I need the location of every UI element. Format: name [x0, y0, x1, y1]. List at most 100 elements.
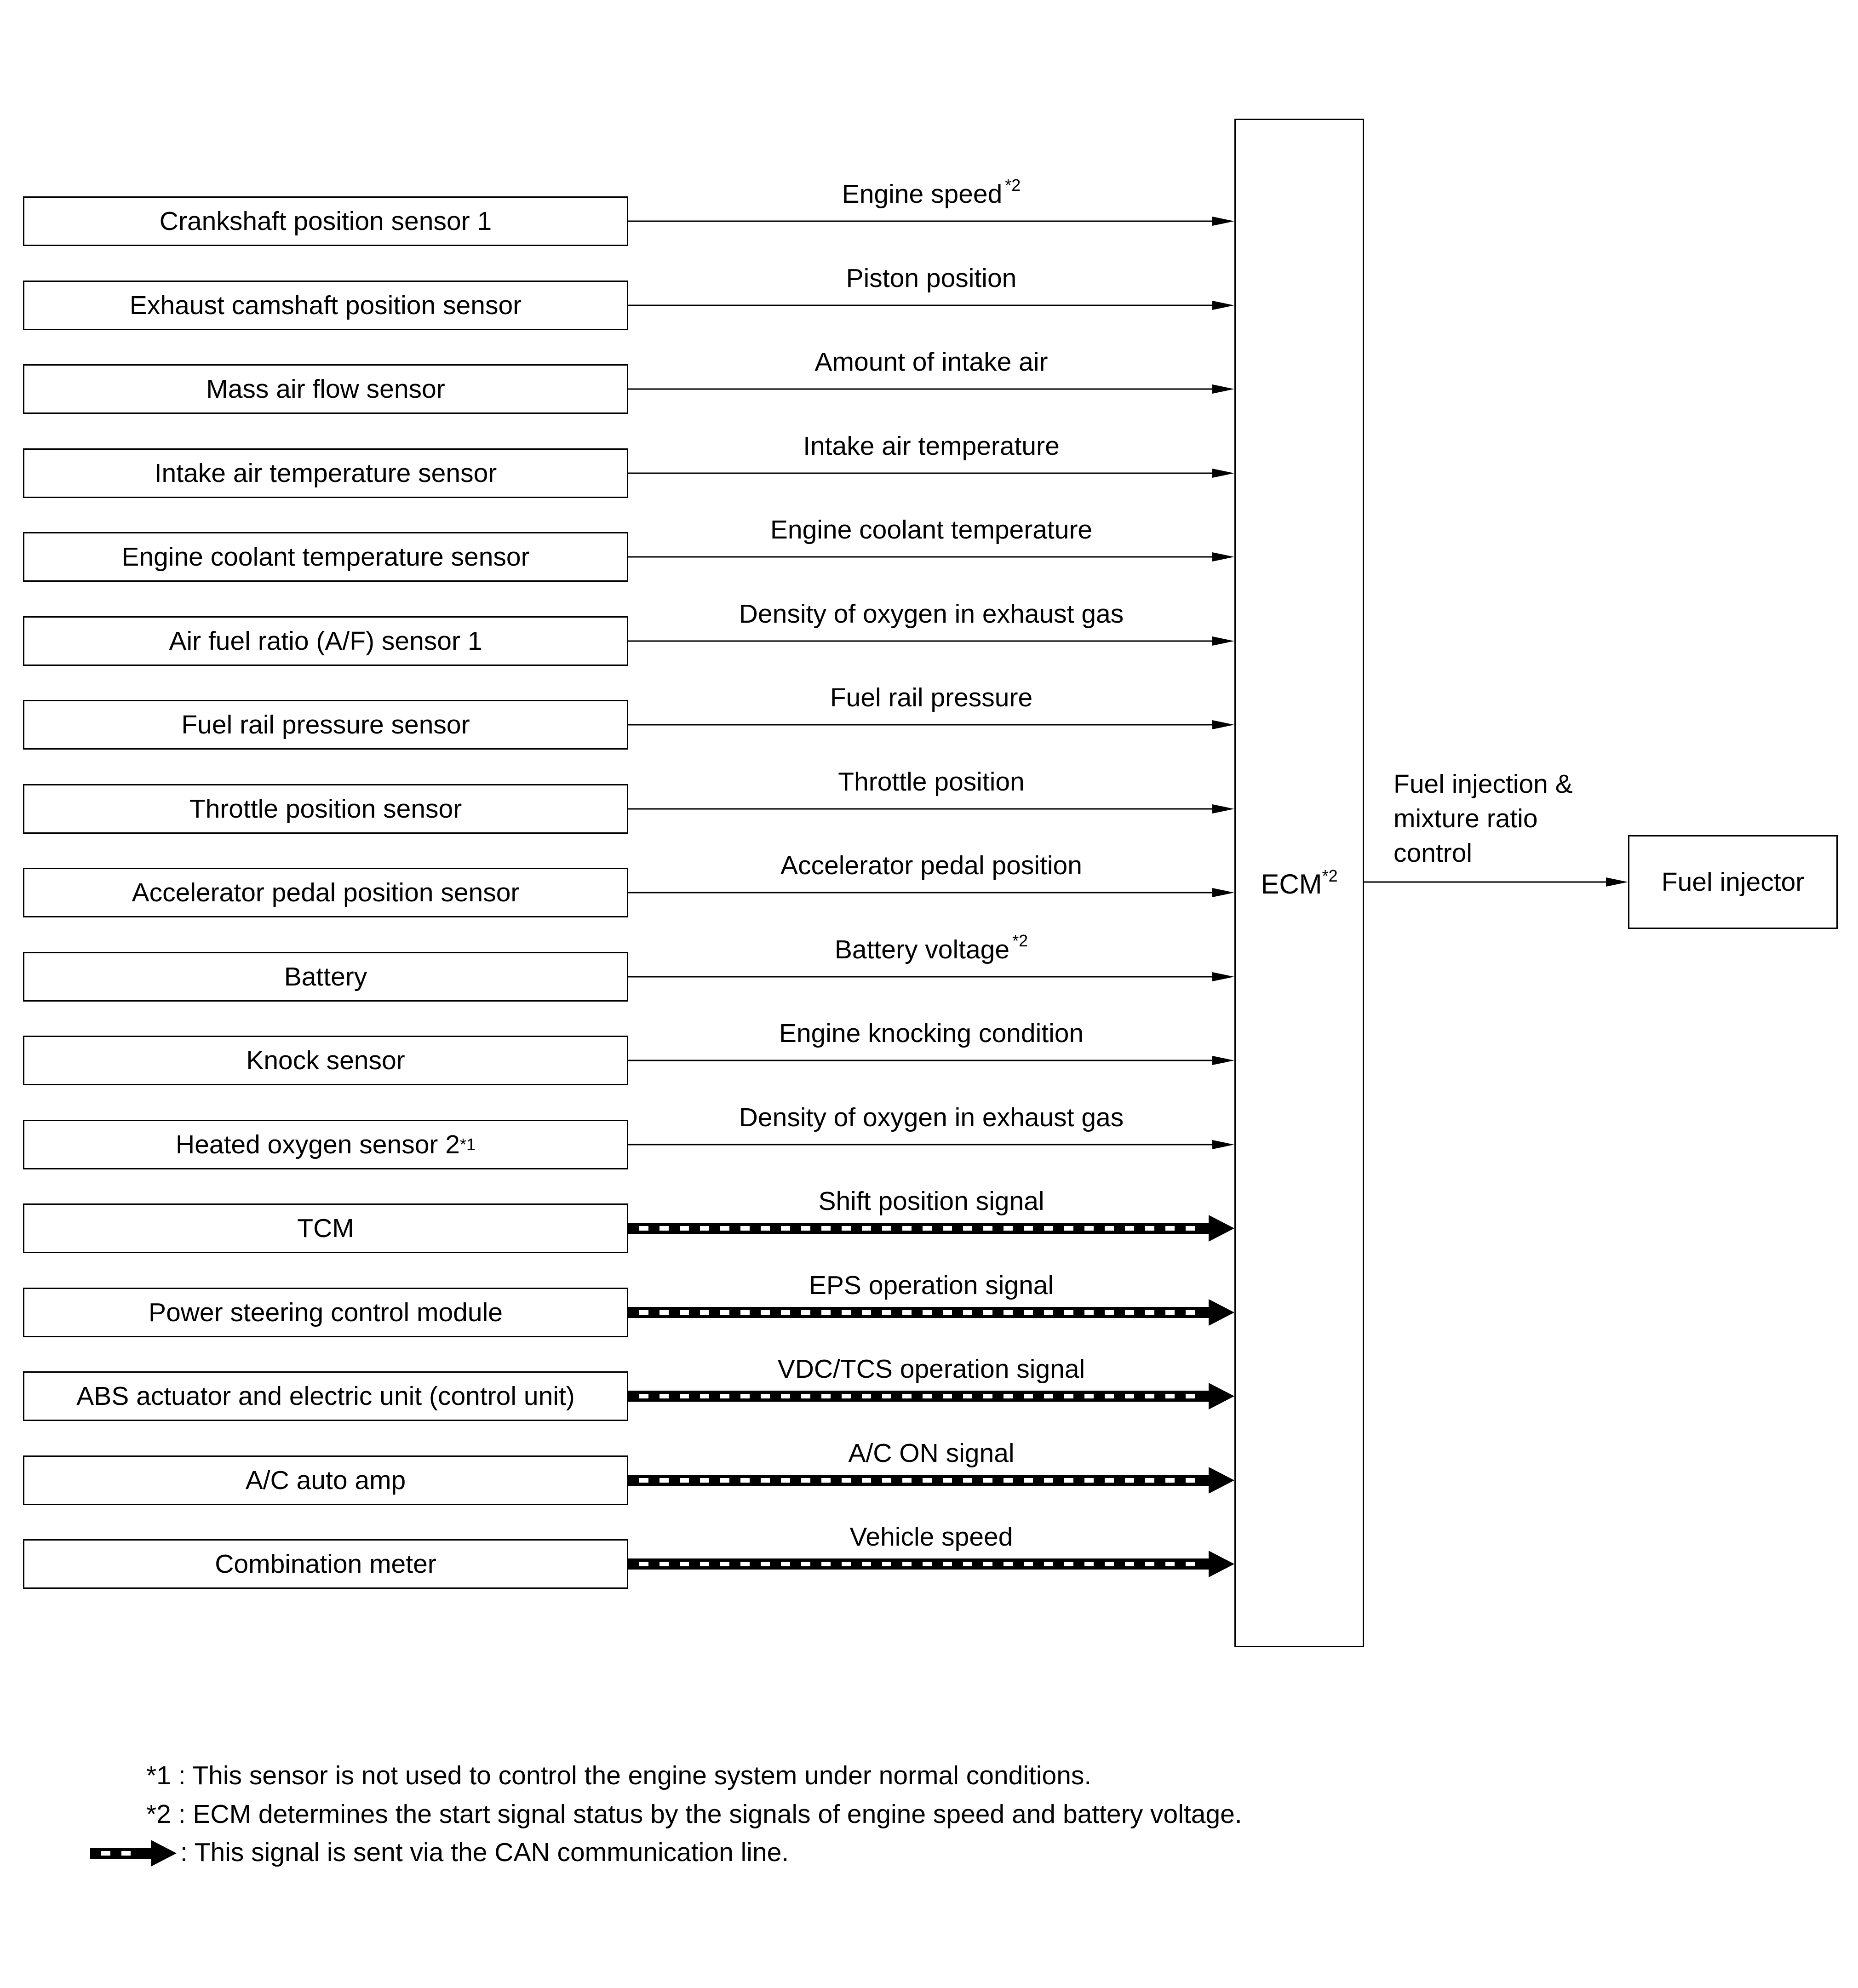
can-signal-arrow-dash — [1044, 1310, 1053, 1315]
can-signal-arrow-dash — [700, 1478, 709, 1483]
can-signal-arrow-dash — [700, 1394, 709, 1398]
signal-label: Engine knocking condition — [628, 1018, 1234, 1048]
can-signal-arrow-dash — [659, 1478, 669, 1483]
can-signal-arrow-dash — [801, 1310, 810, 1315]
can-signal-arrow-dash — [862, 1226, 871, 1231]
can-signal-arrow-dash — [1044, 1394, 1053, 1398]
can-signal-arrow-dash — [700, 1562, 709, 1566]
can-signal-arrow-dash — [639, 1562, 648, 1566]
can-signal-arrow-dash — [963, 1226, 972, 1231]
sensor-box: Throttle position sensor — [23, 784, 628, 834]
signal-label: Piston position — [628, 263, 1234, 293]
sensor-box: Engine coolant temperature sensor — [23, 532, 628, 582]
can-signal-arrow-dash — [1004, 1394, 1013, 1398]
signal-arrow-head — [1212, 804, 1234, 814]
can-signal-arrow-dash — [1024, 1226, 1033, 1231]
can-signal-arrow-dash — [983, 1310, 992, 1315]
sensor-box: Combination meter — [23, 1539, 628, 1589]
can-signal-arrow-dash — [1024, 1562, 1033, 1566]
can-signal-arrow-dash — [1084, 1226, 1094, 1231]
sensor-name: Power steering control module — [149, 1298, 503, 1327]
can-signal-arrow-dash — [821, 1394, 831, 1398]
fuel-injector-label: Fuel injector — [1661, 867, 1805, 897]
can-signal-arrow-dash — [1125, 1394, 1134, 1398]
legend-can-arrow-dash — [101, 1851, 110, 1856]
can-signal-arrow-dash — [882, 1226, 891, 1231]
signal-text: Engine knocking condition — [779, 1019, 1084, 1048]
sensor-box: Exhaust camshaft position sensor — [23, 281, 628, 330]
signal-text: Vehicle speed — [849, 1522, 1013, 1552]
can-signal-arrow-dash — [943, 1394, 952, 1398]
can-signal-arrow-dash — [983, 1226, 992, 1231]
sensor-box: Air fuel ratio (A/F) sensor 1 — [23, 616, 628, 666]
can-signal-arrow-dash — [720, 1394, 729, 1398]
can-signal-arrow-body — [628, 1307, 1210, 1318]
sensor-box: Power steering control module — [23, 1288, 628, 1337]
sensor-box: Knock sensor — [23, 1036, 628, 1085]
can-signal-arrow-dash — [902, 1478, 912, 1483]
can-signal-arrow-dash — [963, 1310, 972, 1315]
signal-label: Engine speed*2 — [628, 177, 1234, 209]
sensor-box: Intake air temperature sensor — [23, 448, 628, 498]
can-signal-arrow-dash — [842, 1226, 851, 1231]
can-signal-arrow-dash — [1105, 1562, 1114, 1566]
can-signal-arrow-dash — [680, 1562, 689, 1566]
can-signal-arrow-dash — [923, 1226, 932, 1231]
can-signal-arrow-dash — [639, 1310, 648, 1315]
can-signal-arrow-dash — [659, 1226, 669, 1231]
can-signal-arrow-dash — [1024, 1310, 1033, 1315]
can-signal-arrow-dash — [882, 1394, 891, 1398]
can-signal-arrow-dash — [700, 1226, 709, 1231]
can-signal-arrow-dash — [923, 1478, 932, 1483]
can-signal-arrow-dash — [882, 1310, 891, 1315]
signal-text: A/C ON signal — [848, 1438, 1015, 1468]
can-signal-arrow-dash — [680, 1394, 689, 1398]
can-signal-arrow-body — [628, 1475, 1210, 1486]
can-signal-arrow-dash — [761, 1478, 770, 1483]
can-signal-arrow-dash — [801, 1226, 810, 1231]
sensor-name: Engine coolant temperature sensor — [121, 542, 530, 572]
can-signal-arrow-dash — [1165, 1310, 1175, 1315]
legend-can-arrow-dash — [121, 1851, 131, 1856]
sensor-name: Accelerator pedal position sensor — [132, 878, 520, 907]
can-signal-arrow-dash — [720, 1562, 729, 1566]
signal-label: Density of oxygen in exhaust gas — [628, 1102, 1234, 1133]
can-signal-arrow-dash — [740, 1394, 750, 1398]
sensor-box: TCM — [23, 1203, 628, 1253]
signal-arrow-head — [1212, 1056, 1234, 1065]
can-signal-arrow-dash — [1145, 1478, 1154, 1483]
signal-label: A/C ON signal — [628, 1438, 1234, 1468]
can-signal-arrow-dash — [1165, 1478, 1175, 1483]
signal-text: Density of oxygen in exhaust gas — [739, 1103, 1124, 1132]
signal-label: Accelerator pedal position — [628, 850, 1234, 881]
can-signal-arrow-dash — [1064, 1562, 1073, 1566]
can-signal-arrow-dash — [1145, 1226, 1154, 1231]
sensor-name: ABS actuator and electric unit (control … — [76, 1381, 575, 1411]
can-signal-arrow-head — [1209, 1467, 1234, 1494]
can-signal-arrow-dash — [761, 1310, 770, 1315]
output-label-line-3: control — [1394, 838, 1473, 868]
can-signal-arrow-dash — [821, 1310, 831, 1315]
can-signal-arrow-dash — [781, 1394, 790, 1398]
signal-label: Density of oxygen in exhaust gas — [628, 599, 1234, 629]
fuel-injector-box: Fuel injector — [1628, 835, 1838, 929]
can-signal-arrow-dash — [943, 1310, 952, 1315]
can-signal-arrow-dash — [963, 1562, 972, 1566]
can-signal-arrow-dash — [862, 1394, 871, 1398]
signal-text: Accelerator pedal position — [780, 851, 1082, 880]
can-signal-arrow-dash — [882, 1562, 891, 1566]
can-signal-arrow-dash — [1186, 1394, 1195, 1398]
can-signal-arrow-dash — [761, 1394, 770, 1398]
signal-text: Throttle position — [838, 767, 1025, 796]
sensor-name: TCM — [297, 1214, 354, 1243]
can-signal-arrow-dash — [842, 1478, 851, 1483]
can-signal-arrow-dash — [943, 1562, 952, 1566]
sensor-box: Crankshaft position sensor 1 — [23, 196, 628, 246]
can-signal-arrow-dash — [923, 1310, 932, 1315]
can-signal-arrow-dash — [1105, 1394, 1114, 1398]
legend-can-arrow-head — [151, 1840, 177, 1867]
can-signal-arrow-dash — [740, 1562, 750, 1566]
can-signal-arrow-dash — [1145, 1310, 1154, 1315]
